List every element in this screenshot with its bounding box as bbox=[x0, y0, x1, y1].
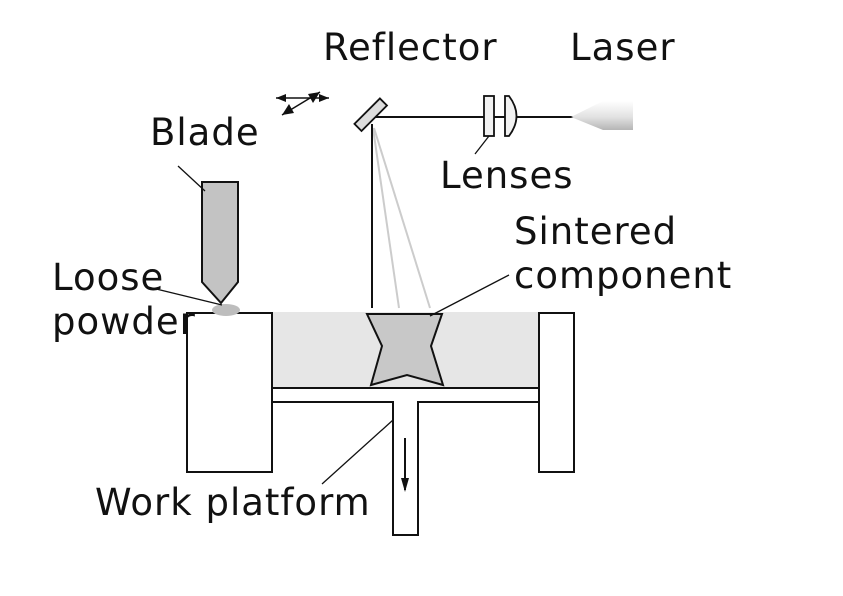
reflector-mirror bbox=[353, 97, 389, 133]
down-arrow-head bbox=[401, 478, 409, 492]
loose-powder-leader bbox=[147, 286, 223, 306]
adjust-arrow-icon bbox=[276, 91, 329, 116]
blade-label: Blade bbox=[150, 111, 260, 154]
sintered-label-line2: component bbox=[514, 254, 732, 297]
sintered-leader bbox=[429, 274, 510, 317]
lenses-leader bbox=[474, 135, 490, 155]
loose-powder-label-line1: Loose bbox=[52, 256, 164, 299]
scan-beam-1 bbox=[372, 127, 400, 309]
blade bbox=[201, 181, 239, 305]
work-platform-leader bbox=[321, 419, 394, 485]
sintered-component bbox=[365, 313, 445, 387]
loose-powder-label-line2: powder bbox=[52, 300, 196, 343]
powder-mound bbox=[212, 304, 240, 316]
lens-convex bbox=[504, 95, 518, 137]
blade-leader bbox=[177, 165, 206, 192]
right-wall bbox=[538, 312, 575, 473]
laser-source bbox=[571, 101, 633, 130]
lens-flat bbox=[483, 95, 495, 137]
lenses-label: Lenses bbox=[440, 154, 574, 197]
reflector-label: Reflector bbox=[323, 26, 498, 69]
sintered-label-line1: Sintered bbox=[514, 210, 677, 253]
scan-beam-2 bbox=[373, 127, 431, 309]
work-platform-label: Work platform bbox=[95, 481, 371, 524]
left-wall bbox=[186, 312, 273, 473]
laser-label: Laser bbox=[570, 26, 676, 69]
